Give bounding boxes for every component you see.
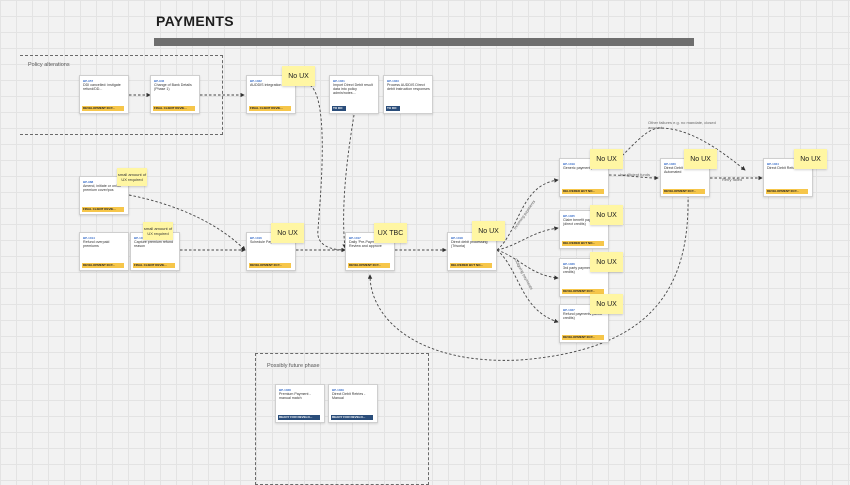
card-text: DDI cancelled: instigate refund/DD...	[83, 83, 121, 92]
sticky-note[interactable]: No UX	[590, 294, 623, 314]
card[interactable]: BP-1025 Claim benefit payments (direct c…	[559, 210, 609, 249]
connector	[342, 114, 355, 249]
sticky-note[interactable]: No UX	[684, 149, 717, 169]
status-badge: DEVELOPMENT IN P...	[562, 289, 604, 294]
status-badge: DEVELOPMENT IN P...	[249, 263, 291, 268]
card-text: Premium Payment - manual match	[279, 392, 311, 401]
card-text: Refund overpaid premiums	[83, 240, 110, 249]
issue-key: BP-957	[83, 79, 94, 83]
issue-key: BP-1018	[451, 236, 463, 240]
card[interactable]: BP-957 DDI cancelled: instigate refund/D…	[79, 75, 129, 114]
card[interactable]: BP-1022 AUDDIS integration FINAL CLIENT …	[246, 75, 296, 114]
status-badge: TO DO	[332, 106, 346, 111]
issue-key: BP-1027	[563, 308, 575, 312]
status-badge: DEVELOPMENT IN P...	[348, 263, 390, 268]
connector	[496, 226, 559, 251]
connector	[367, 194, 689, 361]
connectors	[128, 84, 763, 361]
card-text: Direct Debit Retries - Manual	[332, 392, 366, 401]
issue-key: BP-988	[83, 180, 94, 184]
status-badge: DEVELOPMENT IN P...	[663, 189, 705, 194]
card[interactable]: BP-946 Change of Bank Details (Phase 1) …	[150, 75, 200, 114]
status-badge: TO DO	[386, 106, 400, 111]
card[interactable]: BP-1029 Direct Debit Retries - Manual RE…	[328, 384, 378, 423]
frame-label-policy: Policy alterations	[28, 62, 70, 68]
card-text: Import Direct Debit result data into pol…	[333, 83, 373, 96]
card-text: 3rd party payments (direct credits)	[563, 266, 605, 275]
status-badge: READY FOR DEVELO...	[331, 415, 373, 420]
issue-key: BP-1019	[563, 162, 575, 166]
label-other-failures: Other failures e.g. no mandate, closed a…	[648, 120, 716, 130]
issue-key: BP-1029	[332, 388, 344, 392]
issue-key: BP-1022	[250, 79, 262, 83]
issue-key: BP-1015	[134, 236, 146, 240]
sticky-note[interactable]: No UX	[271, 223, 304, 243]
issue-key: BP-1024	[767, 162, 779, 166]
card[interactable]: BP-1023 Process AUDDIS Direct debit inst…	[383, 75, 433, 114]
issue-key: BP-1020	[664, 162, 676, 166]
sticky-note-ux[interactable]: small amount of UX required	[143, 222, 173, 240]
card-text: AUDDIS integration	[250, 83, 282, 87]
card[interactable]: BP-1026 3rd party payments (direct credi…	[559, 258, 609, 297]
card-text: Amend, initiate or on/off premium cover/…	[83, 184, 121, 193]
status-badge: READY FOR DEVELO...	[278, 415, 320, 420]
title-bar	[154, 38, 694, 46]
connector	[608, 127, 746, 171]
sticky-note[interactable]: No UX	[794, 149, 827, 169]
status-badge: FINAL CLIENT REVIE...	[82, 207, 124, 212]
issue-key: BP-1021	[333, 79, 345, 83]
card-text: Process AUDDIS Direct debit instruction …	[387, 83, 430, 92]
status-badge: DEVELOPMENT IN P...	[766, 189, 808, 194]
sticky-note[interactable]: No UX	[590, 205, 623, 225]
connector	[496, 178, 559, 251]
label-retry-failed: Retry failed	[722, 177, 743, 182]
issue-key: BP-946	[154, 79, 165, 83]
page-title: PAYMENTS	[156, 13, 234, 29]
card[interactable]: BP-1021 Import Direct Debit result data …	[329, 75, 379, 114]
card-text: Direct Debit Retries - Automated	[664, 166, 698, 175]
connector	[128, 194, 246, 251]
card[interactable]: BP-1014 Refund overpaid premiums DEVELOP…	[79, 232, 129, 271]
card-text: Direct Debit Refused	[767, 166, 801, 170]
sticky-note[interactable]: No UX	[472, 221, 505, 241]
frame-label-future: Possibly future phase	[267, 363, 320, 369]
issue-key: BP-1025	[563, 214, 575, 218]
status-badge: DELIVERED BUT NO...	[562, 189, 604, 194]
status-badge: FINAL CLIENT REVIE...	[249, 106, 291, 111]
card-text: Capture premium refund reason	[134, 240, 173, 249]
status-badge: DEVELOPMENT IN P...	[82, 263, 124, 268]
card[interactable]: BP-988 Amend, initiate or on/off premium…	[79, 176, 129, 215]
connector	[496, 249, 559, 280]
status-badge: DEVELOPMENT IN P...	[562, 335, 604, 340]
issue-key: BP-1017	[349, 236, 361, 240]
issue-key: BP-1023	[387, 79, 399, 83]
sticky-note[interactable]: No UX	[590, 252, 623, 272]
label-insufficient-funds: Insufficient funds	[620, 172, 650, 177]
connector	[496, 249, 559, 324]
status-badge: DELIVERED BUT NO...	[562, 241, 604, 246]
card-text: Daily 'Pre-Payment' Review and approve	[349, 240, 382, 249]
card-text: Refund payments (direct credits)	[563, 312, 603, 321]
sticky-note[interactable]: No UX	[590, 149, 623, 169]
status-badge: DELIVERED BUT NO...	[450, 263, 492, 268]
card-text: Direct debit processing (Trisoria)	[451, 240, 488, 249]
card-text: Claim benefit payments (direct credits)	[563, 218, 601, 227]
card[interactable]: BP-1027 Refund payments (direct credits)…	[559, 304, 609, 343]
issue-key: BP-1028	[279, 388, 291, 392]
issue-key: BP-1016	[250, 236, 262, 240]
card-text: Generic payment process	[563, 166, 604, 170]
status-badge: FINAL CLIENT REVIE...	[153, 106, 195, 111]
sticky-note[interactable]: No UX	[282, 66, 315, 86]
status-badge: FINAL CLIENT REVIE...	[133, 263, 175, 268]
card-text: Change of Bank Details (Phase 1)	[154, 83, 192, 92]
issue-key: BP-1014	[83, 236, 95, 240]
sticky-note[interactable]: UX TBC	[374, 223, 407, 243]
sticky-note-ux[interactable]: small amount of UX required	[117, 168, 147, 186]
card-text: Schedule Payment Run	[250, 240, 288, 244]
issue-key: BP-1026	[563, 262, 575, 266]
status-badge: DEVELOPMENT IN P...	[82, 106, 124, 111]
connector	[608, 174, 659, 181]
card[interactable]: BP-1028 Premium Payment - manual match R…	[275, 384, 325, 423]
